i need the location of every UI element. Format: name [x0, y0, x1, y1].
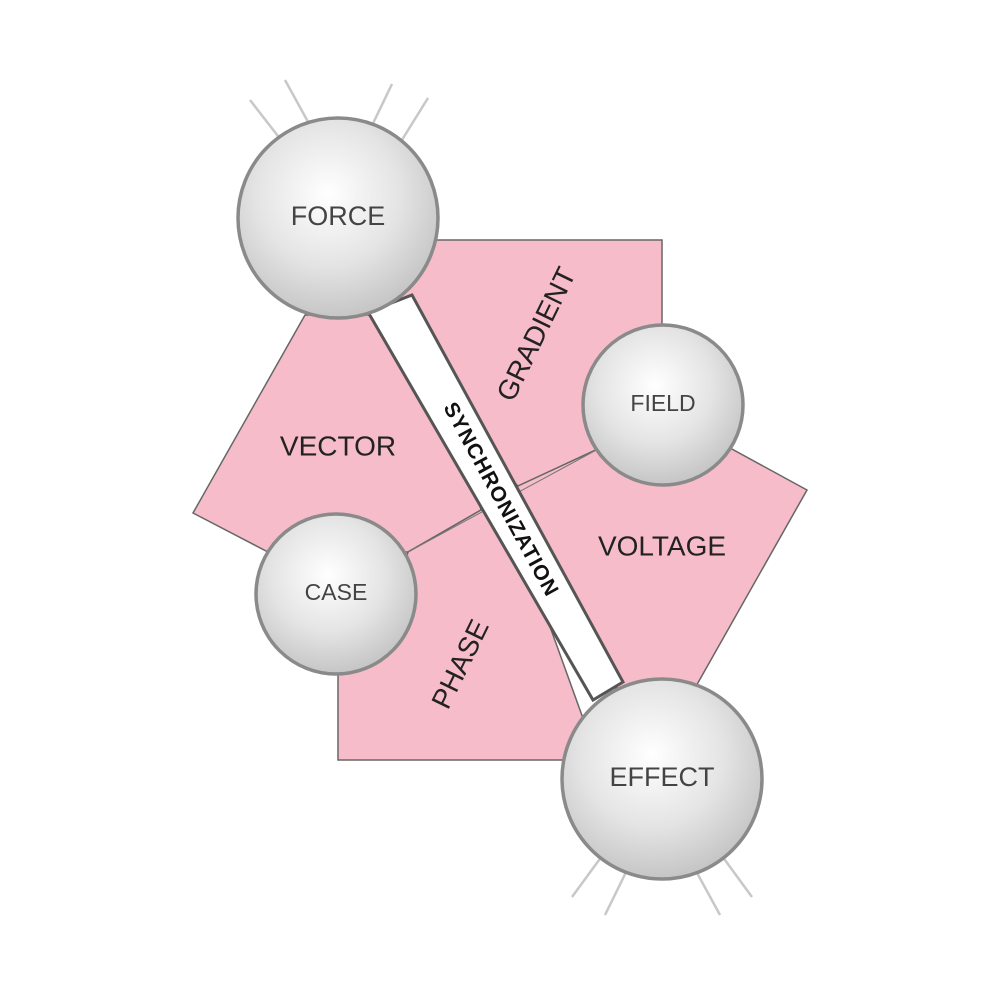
node-field: FIELD — [581, 323, 745, 487]
region-label-voltage: VOLTAGE — [598, 530, 726, 561]
node-label-effect: EFFECT — [610, 762, 715, 792]
node-force: FORCE — [236, 116, 440, 320]
region-label-vector: VECTOR — [280, 430, 396, 461]
node-label-case: CASE — [305, 579, 368, 605]
node-case: CASE — [254, 512, 418, 676]
node-effect: EFFECT — [560, 677, 764, 881]
node-label-field: FIELD — [630, 390, 695, 416]
node-label-force: FORCE — [291, 201, 386, 231]
